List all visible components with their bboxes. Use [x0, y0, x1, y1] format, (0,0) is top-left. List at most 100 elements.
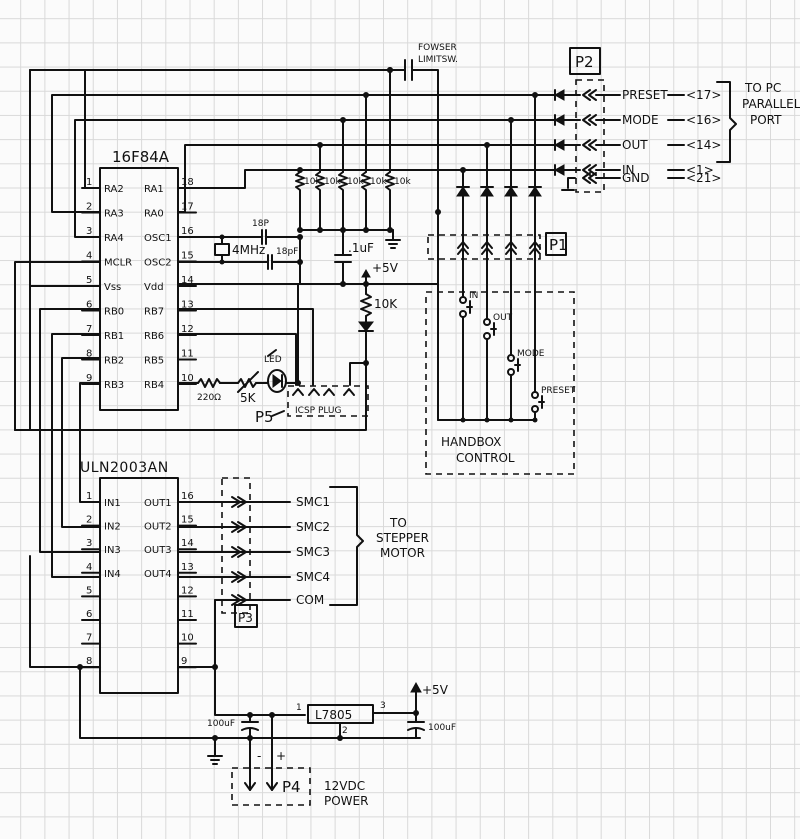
pin-name: OSC1: [144, 233, 172, 244]
resistor-label: 10k: [324, 177, 341, 187]
handbox-title-1: HANDBOX: [441, 435, 501, 449]
uln-title: ULN2003AN: [80, 460, 169, 476]
p3-label: P3: [238, 611, 253, 625]
crystal-label: 4MHz: [232, 243, 265, 257]
cap-decouple-label: .1uF: [348, 241, 374, 255]
p5-label: P5: [255, 408, 274, 426]
uln-left-pin-5: 5: [81, 585, 101, 598]
wire-ra0-out: [177, 144, 556, 213]
diode-icon: [553, 164, 565, 176]
cap-in-label: 100uF: [207, 719, 235, 729]
wire-ground-bus: [79, 666, 216, 739]
pin-number: 2: [86, 515, 92, 526]
crystal-icon: [214, 243, 230, 256]
led-icon: [267, 369, 287, 393]
parallel-note-1: TO PC: [744, 81, 781, 95]
diode-icon: [553, 114, 565, 126]
uln-left-pin-6: 6: [81, 609, 101, 621]
switch-label: OUT: [493, 313, 513, 323]
pin-name: OSC2: [144, 258, 172, 269]
p2-label: P2: [575, 53, 594, 71]
pin-number: 14: [181, 538, 194, 549]
pin-name: IN3: [104, 545, 121, 556]
pin-number: 10: [181, 633, 194, 644]
plus5v-out-arrow-icon: [410, 681, 422, 693]
push-button-icon[interactable]: [490, 322, 497, 336]
pin-name: RA1: [144, 184, 164, 195]
diode-icon: [357, 321, 375, 332]
push-button-icon[interactable]: [514, 358, 521, 372]
push-button-icon[interactable]: [466, 300, 473, 314]
pin-number: 11: [181, 609, 194, 620]
p1-label: P1: [549, 236, 568, 254]
handbox-switch-mode: MODE: [504, 117, 545, 423]
pin-name: OUT3: [144, 545, 172, 556]
cap-18p-bottom-label: 18pF: [276, 247, 298, 257]
pin-number: 1: [86, 177, 92, 188]
smc4-label: SMC4: [296, 570, 330, 584]
p3-contacts: [231, 496, 247, 606]
com-label: COM: [296, 593, 324, 607]
led-chain: 220Ω 5K LED: [177, 349, 301, 405]
pin-name: IN2: [104, 522, 121, 533]
oscillator: 18P 18pF 4MHz: [177, 219, 303, 285]
pin-name: Vss: [104, 282, 121, 293]
stepper-note-2: STEPPER: [376, 531, 429, 545]
uln-left-pin-7: 7: [81, 633, 101, 645]
ground-icon-bottom: [207, 737, 223, 765]
pin-name: RA4: [104, 233, 124, 244]
pin-name: RB7: [144, 307, 164, 318]
pin-number: 13: [181, 300, 194, 311]
parallel-brace: [716, 81, 737, 163]
reg-pin-1: 1: [296, 703, 302, 713]
icsp-plug-p5: ICSP PLUG P5: [255, 385, 369, 426]
pin-name: IN4: [104, 569, 121, 580]
stepper-note-3: MOTOR: [380, 546, 425, 560]
parallel-row-in: IN<1>: [553, 163, 714, 177]
signal-name: IN: [622, 163, 635, 177]
diode-icon: [480, 186, 494, 197]
uln-right-pin-12: 12: [177, 585, 197, 598]
pin-number: 12: [181, 324, 194, 335]
regulator-label: L7805: [315, 708, 352, 722]
pin-number: 12: [181, 585, 194, 596]
smc1-label: SMC1: [296, 495, 330, 509]
pin-name: RB4: [144, 380, 164, 391]
pin-name: RA3: [104, 209, 124, 220]
diode-icon: [528, 186, 542, 197]
limit-switch-label-2: LIMITSW.: [418, 55, 458, 65]
pin-number: 18: [181, 177, 194, 188]
power-note-1: 12VDC: [324, 779, 365, 793]
smc3-label: SMC3: [296, 545, 330, 559]
pot-icon: [237, 371, 259, 393]
p4-connector: [231, 767, 311, 806]
pin-number: 16: [181, 226, 194, 237]
parallel-row-preset: PRESET<17>: [553, 88, 721, 102]
push-button-icon[interactable]: [538, 395, 545, 409]
pin-name: OUT4: [144, 569, 172, 580]
uln-right-pin-9: 9: [177, 656, 197, 669]
pullup-resistor: 10k: [385, 67, 411, 233]
switch-label: PRESET: [541, 386, 576, 396]
pin-name: RB0: [104, 307, 124, 318]
pin-name: RA2: [104, 184, 124, 195]
pullup-resistor: 10k: [338, 117, 364, 233]
pin-name: RB2: [104, 356, 124, 367]
pin-number: 6: [86, 609, 92, 620]
uln-to-stepper: P3 SMC1 SMC2 SMC3 SMC4 COM TO STEPPER MO…: [177, 477, 429, 670]
parallel-port-p2: PRESET<17>MODE<16>OUT<14>IN<1>GND<21> P2…: [553, 47, 800, 193]
plus5v-out-label: +5V: [422, 683, 449, 697]
signal-pin: <16>: [686, 113, 721, 127]
uln-body: [99, 477, 179, 694]
